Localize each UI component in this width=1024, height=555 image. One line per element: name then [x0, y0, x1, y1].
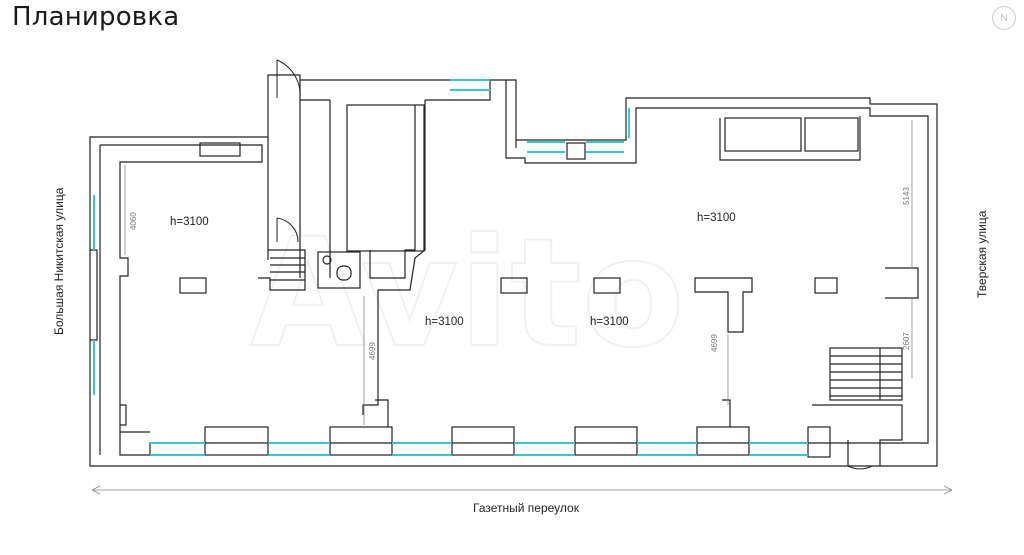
dimension-label: 4060	[129, 212, 138, 230]
room-height-label: h=3100	[590, 316, 629, 328]
brand-logo-icon: N	[992, 6, 1016, 30]
dimension-label: 4699	[368, 342, 377, 360]
room-height-label: h=3100	[425, 316, 464, 328]
room-height-label: h=3100	[170, 216, 209, 228]
doors	[276, 59, 873, 470]
dimension-label: 5143	[902, 187, 911, 205]
street-label-left: Большая Никитская улица	[52, 187, 66, 335]
dimension-lines	[91, 120, 953, 495]
dimension-label: 4699	[710, 334, 719, 352]
street-label-right: Тверская улица	[975, 210, 989, 298]
room-height-label: h=3100	[697, 212, 736, 224]
page-title: Планировка	[12, 2, 180, 32]
watermark: Avito	[250, 207, 685, 381]
street-label-bottom: Газетный переулок	[473, 501, 580, 515]
dimension-label: 2607	[902, 332, 911, 350]
windows	[93, 79, 808, 456]
